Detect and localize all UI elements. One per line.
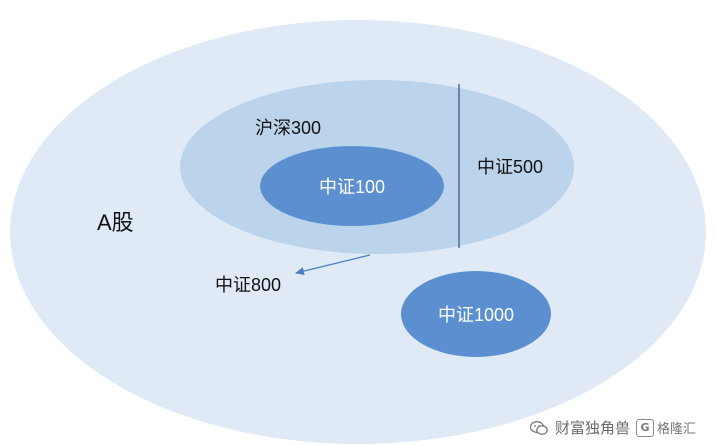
watermark-brand: G 格隆汇 (635, 418, 696, 437)
csi100-ellipse (260, 146, 444, 226)
gelonghui-logo-icon: G (635, 418, 654, 437)
csi100-label: 中证100 (319, 177, 385, 197)
hs300-label: 沪深300 (255, 118, 321, 138)
csi1000-ellipse (401, 271, 551, 357)
csi1000-label: 中证1000 (438, 305, 514, 325)
csi500-label: 中证500 (477, 157, 543, 177)
csi800-label: 中证800 (215, 275, 281, 295)
watermark-brand-text: 格隆汇 (656, 422, 696, 437)
csi800-arrow (295, 254, 371, 275)
a-share-label: A股 (97, 210, 134, 235)
wechat-icon (529, 420, 548, 435)
watermark: 财富独角兽 G 格隆汇 (529, 417, 696, 438)
watermark-account: 财富独角兽 (554, 419, 630, 437)
